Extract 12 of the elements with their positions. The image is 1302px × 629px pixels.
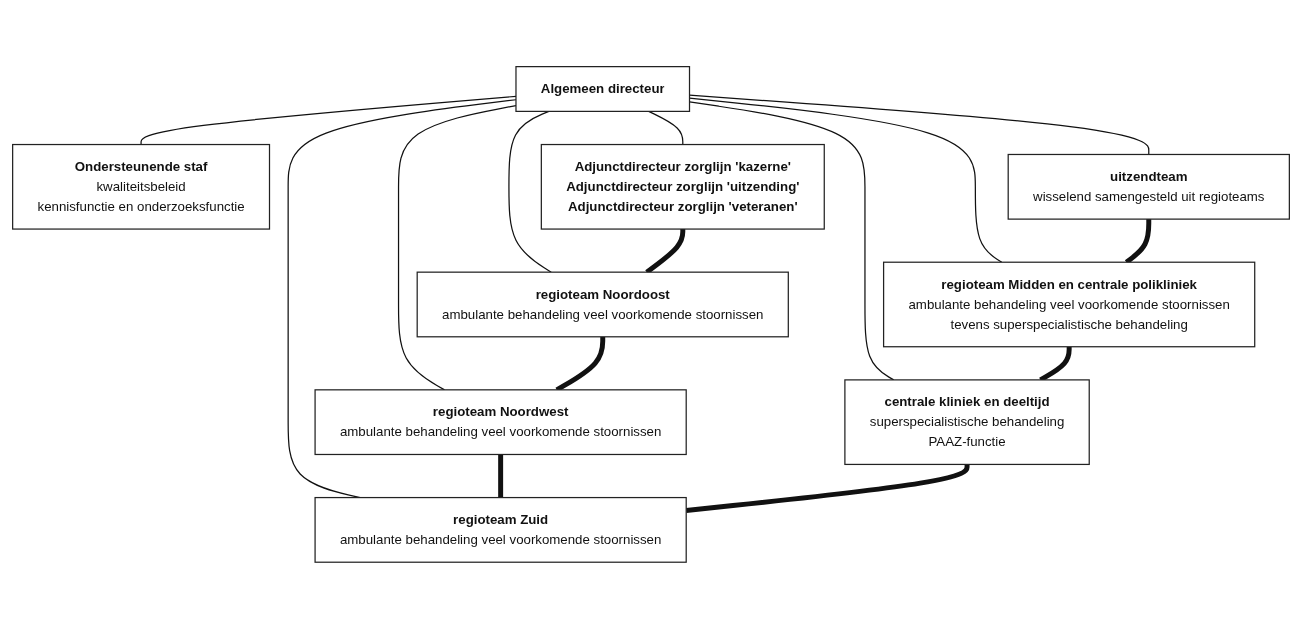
node-box: Algemeen directeur [515,66,691,113]
node-box: uitzendteam wisselend samengesteld uit regioteams [1007,153,1290,220]
node-box: Adjunctdirecteur zorglijn 'kazerne' Adjunctdirecteur zorglijn 'uitzending' Adjunctdirecteur zorglijn 'veteranen' [540,144,825,230]
connector [648,110,684,146]
node-box: regioteam Noordoost ambulante behandeling veel voorkomende stoornissen [416,271,789,338]
node-box: regioteam Midden en centrale polikliniek ambulante behandeling veel voorkomende stoornissen tevens superspecialistische behandeling [883,261,1256,348]
node-box: Ondersteunende staf kwaliteitsbeleid kennisfunctie en onderzoeksfunctie [12,144,271,230]
connector [508,110,552,273]
connector [498,454,504,498]
node-box: regioteam Zuid ambulante behandeling veel voorkomende stoornissen [314,497,687,563]
node-box: centrale kliniek en deeltijd superspecialistische behandeling PAAZ-functie [844,379,1090,466]
node-box: regioteam Noordwest ambulante behandeling veel voorkomende stoornissen [314,389,687,456]
